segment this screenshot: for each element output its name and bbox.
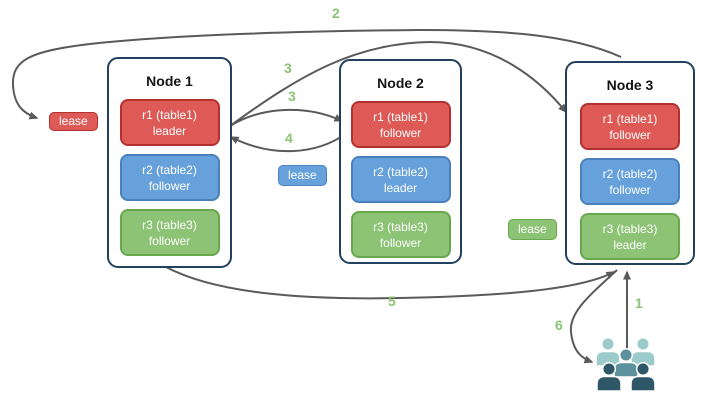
user-figure-mid-center bbox=[613, 347, 639, 378]
replica-name: r2 (table2) bbox=[602, 166, 658, 181]
replica-name: r1 (table1) bbox=[142, 107, 197, 122]
node-2: Node 2 r1 (table1) follower r2 (table2) … bbox=[339, 59, 462, 264]
node-2-replica-r2: r2 (table2) leader bbox=[350, 156, 451, 203]
arrow-step-6-node3-to-users bbox=[569, 269, 618, 364]
replica-role: follower bbox=[379, 235, 422, 250]
user-figure-dark-right bbox=[630, 361, 656, 392]
replica-role: follower bbox=[148, 178, 191, 193]
node-2-replica-r3: r3 (table3) follower bbox=[350, 211, 451, 258]
step-label-3b: 3 bbox=[288, 88, 296, 104]
lease-badge-table1: lease bbox=[49, 112, 98, 131]
step-label-4: 4 bbox=[285, 130, 293, 146]
step-label-6: 6 bbox=[555, 317, 563, 333]
node-1-replica-r2: r2 (table2) follower bbox=[119, 154, 220, 201]
replica-name: r1 (table1) bbox=[602, 111, 658, 126]
replica-name: r3 (table3) bbox=[142, 217, 197, 232]
node-1-title: Node 1 bbox=[146, 73, 193, 89]
step-label-2: 2 bbox=[332, 5, 340, 21]
replica-role: leader bbox=[152, 123, 187, 138]
replica-role: leader bbox=[613, 237, 647, 252]
node-1-replica-r3: r3 (table3) follower bbox=[119, 209, 220, 256]
node-3-replica-r3: r3 (table3) leader bbox=[580, 213, 680, 260]
lease-badge-table3: lease bbox=[508, 219, 557, 240]
replica-name: r3 (table3) bbox=[373, 219, 428, 234]
replica-role: follower bbox=[148, 233, 191, 248]
replica-role: follower bbox=[609, 182, 651, 197]
node-3-title: Node 3 bbox=[606, 77, 654, 93]
node-3: Node 3 r1 (table1) follower r2 (table2) … bbox=[565, 61, 695, 265]
user-figure-light-left bbox=[595, 336, 621, 367]
replica-name: r2 (table2) bbox=[142, 162, 197, 177]
step-label-3a: 3 bbox=[284, 60, 292, 76]
replica-name: r1 (table1) bbox=[373, 109, 428, 124]
user-figure-dark-left bbox=[596, 361, 622, 392]
step-label-5: 5 bbox=[388, 293, 396, 309]
replica-role: leader bbox=[383, 180, 418, 195]
node-2-replica-r1: r1 (table1) follower bbox=[350, 101, 451, 148]
replica-name: r2 (table2) bbox=[373, 164, 428, 179]
node-3-replica-r1: r1 (table1) follower bbox=[580, 103, 680, 150]
replica-name: r3 (table3) bbox=[602, 221, 658, 236]
node-1: Node 1 r1 (table1) leader r2 (table2) fo… bbox=[107, 57, 232, 268]
arrow-step-2-node3-to-lease1 bbox=[11, 28, 622, 120]
arrow-step-3-node1-to-node2 bbox=[229, 108, 344, 127]
node-3-replica-r2: r2 (table2) follower bbox=[580, 158, 680, 205]
lease-badge-table2: lease bbox=[278, 165, 327, 186]
step-label-1: 1 bbox=[635, 295, 643, 311]
replica-role: follower bbox=[609, 127, 651, 142]
replica-role: follower bbox=[379, 125, 422, 140]
node-2-title: Node 2 bbox=[377, 75, 424, 91]
node-1-replica-r1: r1 (table1) leader bbox=[119, 99, 220, 146]
user-figure-light-right bbox=[630, 336, 656, 367]
